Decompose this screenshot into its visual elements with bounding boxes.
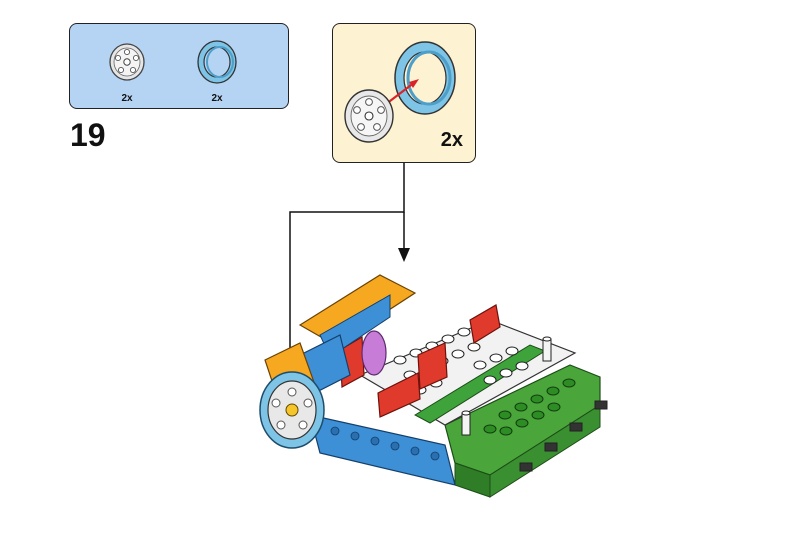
tire-icon [197,40,237,84]
model-illustration [259,274,608,498]
red-brackets [339,304,501,418]
magenta-disc [361,330,387,376]
blue-technic-beam [309,414,456,486]
parts-item-qty: 2x [211,93,223,104]
parts-list-box: 2x 2x [69,23,289,109]
axle-pins [461,336,608,472]
yellow-axle-connector [285,403,299,417]
wheel-hub-icon [109,43,145,81]
green-studs [483,378,576,436]
left-placement-arrow [289,163,405,356]
white-studs [393,327,529,395]
callout-qty: 2x [440,129,463,151]
step-number: 19 [70,117,106,153]
parts-item-wheel-hub: 2x [103,38,151,104]
wheel-assembly-illustration [344,41,456,143]
subassembly-callout: 2x [332,23,476,163]
parts-item-tire: 2x [193,38,241,104]
parts-item-qty: 2x [121,93,133,104]
